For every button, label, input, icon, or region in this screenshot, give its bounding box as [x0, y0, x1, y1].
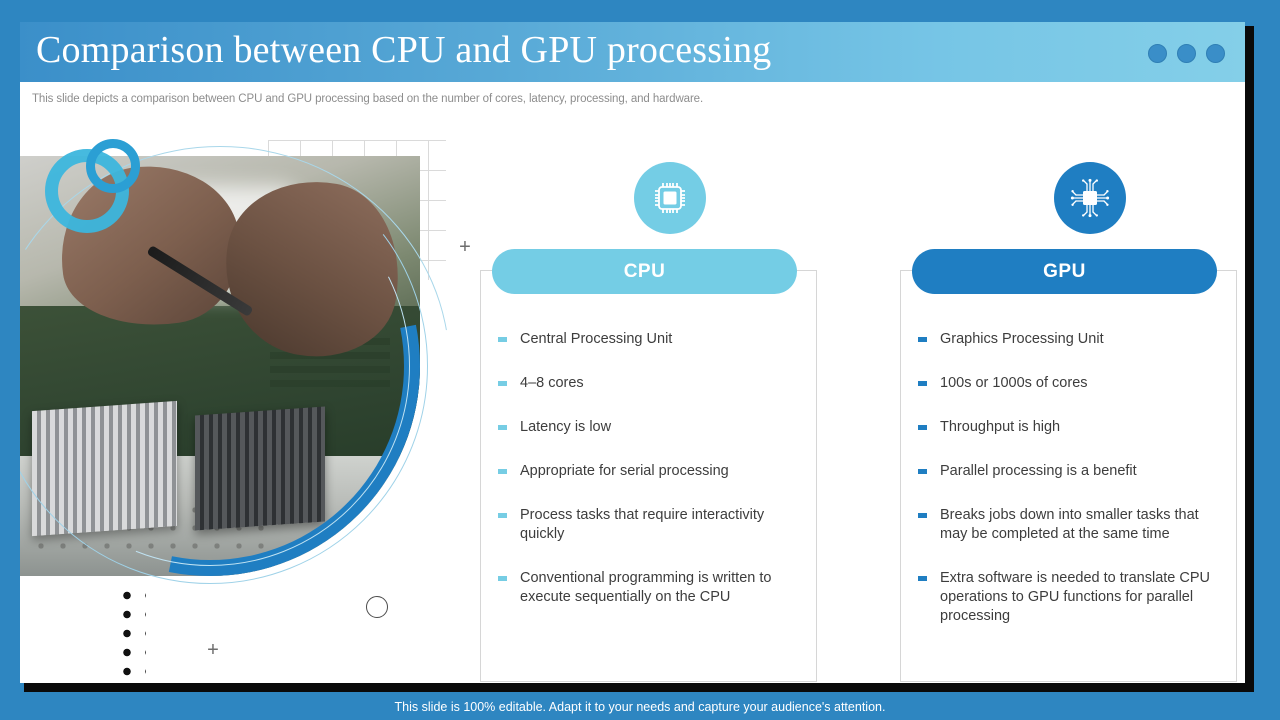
circle-outline-decoration: [366, 596, 388, 618]
bullet-icon: [498, 469, 507, 474]
bullet-icon: [918, 469, 927, 474]
list-item-text: Appropriate for serial processing: [520, 463, 729, 479]
bullet-icon: [498, 381, 507, 386]
list-item: Parallel processing is a benefit: [900, 462, 1210, 481]
list-item: Central Processing Unit: [480, 330, 790, 349]
list-item-text: Process tasks that require interactivity…: [520, 507, 765, 542]
list-item: Process tasks that require interactivity…: [480, 506, 790, 544]
bullet-icon: [918, 576, 927, 581]
page-title: Comparison between CPU and GPU processin…: [36, 29, 772, 71]
bullet-icon: [498, 513, 507, 518]
list-item: Latency is low: [480, 418, 790, 437]
list-item: Appropriate for serial processing: [480, 462, 790, 481]
list-item-text: Latency is low: [520, 419, 612, 435]
list-item-text: Throughput is high: [940, 419, 1061, 435]
slide-canvas: Comparison between CPU and GPU processin…: [20, 22, 1245, 683]
list-item-text: Conventional programming is written to e…: [520, 570, 772, 605]
footer-note: This slide is 100% editable. Adapt it to…: [394, 700, 886, 714]
bullet-icon: [918, 337, 927, 342]
window-dot-3[interactable]: [1206, 44, 1225, 63]
slide-subtitle: This slide depicts a comparison between …: [32, 93, 704, 105]
list-item-text: Parallel processing is a benefit: [940, 463, 1137, 479]
list-item-text: 100s or 1000s of cores: [940, 375, 1088, 391]
bullet-icon: [498, 576, 507, 581]
slide-shadow-bottom: [24, 683, 1254, 692]
list-item: Throughput is high: [900, 418, 1210, 437]
cpu-chip-icon: [634, 162, 706, 234]
window-dot-1[interactable]: [1148, 44, 1167, 63]
bullet-icon: [918, 381, 927, 386]
cpu-feature-list: Central Processing Unit 4–8 cores Latenc…: [480, 330, 790, 632]
bullet-icon: [918, 425, 927, 430]
plus-icon-lower: +: [207, 639, 219, 661]
ring-dark-decoration: [86, 139, 140, 193]
list-item: Conventional programming is written to e…: [480, 569, 790, 607]
slide-shadow-right: [1245, 26, 1254, 687]
list-item-text: Extra software is needed to translate CP…: [940, 570, 1210, 624]
gpu-circuit-icon: [1054, 162, 1126, 234]
cpu-label-pill[interactable]: CPU: [492, 249, 797, 294]
list-item-text: 4–8 cores: [520, 375, 584, 391]
list-item: Breaks jobs down into smaller tasks that…: [900, 506, 1210, 544]
list-item: Extra software is needed to translate CP…: [900, 569, 1210, 626]
list-item-text: Breaks jobs down into smaller tasks that…: [940, 507, 1199, 542]
bullet-icon: [498, 337, 507, 342]
dot-matrix-decoration: [116, 586, 146, 682]
gpu-label-pill[interactable]: GPU: [912, 249, 1217, 294]
list-item: 4–8 cores: [480, 374, 790, 393]
gpu-label-text: GPU: [1043, 260, 1086, 282]
cpu-label-text: CPU: [623, 260, 666, 282]
list-item-text: Graphics Processing Unit: [940, 331, 1104, 347]
bullet-icon: [918, 513, 927, 518]
slide-header: Comparison between CPU and GPU processin…: [20, 22, 1245, 82]
list-item: 100s or 1000s of cores: [900, 374, 1210, 393]
gpu-feature-list: Graphics Processing Unit 100s or 1000s o…: [900, 330, 1210, 651]
bullet-icon: [498, 425, 507, 430]
window-dots-group: [1148, 44, 1225, 63]
window-dot-2[interactable]: [1177, 44, 1196, 63]
list-item-text: Central Processing Unit: [520, 331, 673, 347]
plus-icon-upper: +: [459, 236, 471, 258]
list-item: Graphics Processing Unit: [900, 330, 1210, 349]
